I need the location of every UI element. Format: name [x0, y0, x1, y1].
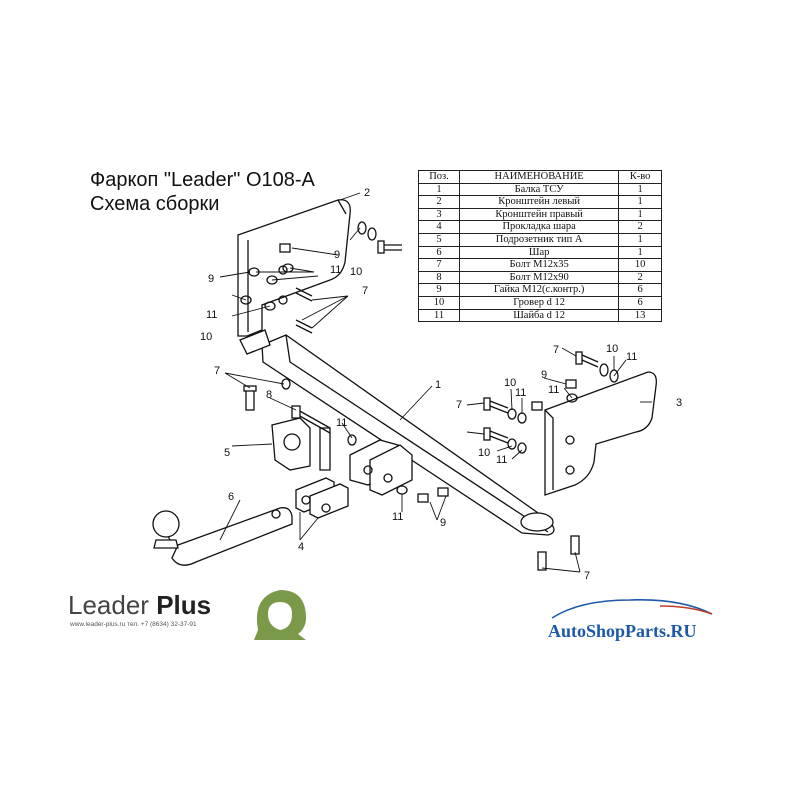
callout: 9	[440, 517, 446, 529]
callout-numbers: 2 1 3 4 5 6 7 7 7 7 7 8 9 9 9 9 10 10 10…	[200, 187, 682, 582]
callout: 8	[266, 389, 272, 401]
leader-plus-logo-mark	[254, 590, 306, 640]
cell-name: Шайба d 12	[459, 308, 620, 323]
callout: 4	[298, 541, 304, 553]
main-beam	[239, 329, 555, 536]
title-line-2: Схема сборки	[90, 193, 220, 215]
callout: 7	[214, 365, 220, 377]
callout: 10	[350, 266, 362, 278]
callout: 11	[336, 417, 347, 429]
callout: 10	[200, 331, 212, 343]
cell-qty: 1	[618, 232, 662, 247]
cell-pos: 11	[417, 308, 461, 323]
callout: 11	[392, 511, 403, 523]
callout: 10	[606, 343, 618, 355]
title-line-1: Фаркоп "Leader" O108-A	[90, 169, 315, 191]
callout: 3	[676, 397, 682, 409]
ball-spacers	[295, 477, 349, 519]
contacts-line: www.leader-plus.ru тел. +7 (8634) 32-37-…	[70, 621, 197, 628]
callout: 11	[626, 351, 637, 363]
callout: 7	[456, 399, 462, 411]
callout: 7	[362, 285, 368, 297]
callout: 11	[206, 309, 217, 321]
shop-watermark: AutoShopParts.RU	[548, 621, 697, 641]
hitch-plates	[349, 439, 413, 496]
callout: 1	[435, 379, 441, 391]
callout: 9	[334, 249, 340, 261]
cell-qty: 13	[618, 308, 662, 323]
right-bracket	[544, 371, 657, 496]
leader-lines	[219, 192, 652, 573]
socket-plate	[271, 417, 331, 471]
bolts	[243, 240, 599, 571]
callout: 11	[496, 454, 507, 466]
callout: 2	[364, 187, 370, 199]
logo-word-plus: Plus	[156, 590, 212, 620]
callout: 5	[224, 447, 230, 459]
drawing-title: Фаркоп "Leader" O108-A Схема сборки	[90, 168, 315, 216]
callout: 10	[478, 447, 490, 459]
callout: 11	[548, 384, 559, 396]
leader-plus-logo: Leader Plus	[68, 590, 211, 621]
parts-table-header: Поз. НАИМЕНОВАНИЕ К-во	[417, 170, 662, 184]
callout: 7	[584, 570, 590, 582]
callout: 10	[504, 377, 516, 389]
left-bracket	[237, 199, 351, 337]
callout: 7	[553, 344, 559, 356]
callout: 11	[515, 387, 526, 399]
ball-mount	[152, 507, 293, 566]
callout: 6	[228, 491, 234, 503]
callout: 9	[208, 273, 214, 285]
logo-word-leader: Leader	[68, 590, 149, 620]
car-silhouette-icon	[551, 598, 713, 619]
callout: 11	[330, 264, 341, 276]
callout: 9	[541, 369, 547, 381]
